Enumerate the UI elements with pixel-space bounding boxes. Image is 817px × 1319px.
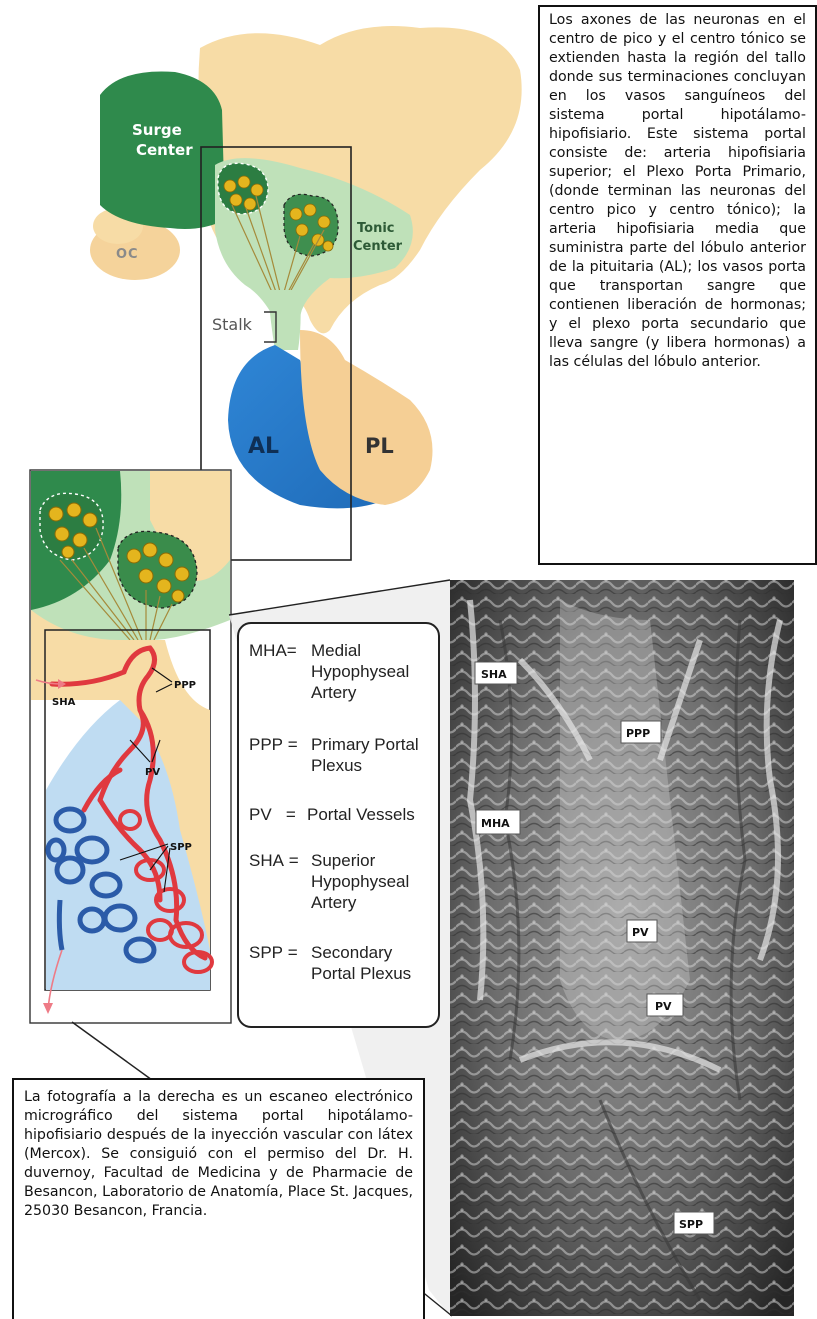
legend-sep: = [287,641,297,660]
legend-def: Medial Hypophyseal Artery [311,640,429,703]
al-label: AL [248,434,279,459]
detail-neuron-cluster-1 [40,493,103,560]
legend-entry-ppp: PPP = Primary Portal Plexus [249,734,439,755]
legend-sep: = [283,943,298,962]
neuron-cluster-surge [218,163,268,214]
oc-label: OC [116,247,139,262]
detail-diagram: SHA PPP PV SPP [30,470,231,1080]
sha-label: SHA [52,697,76,708]
micrograph-label-spp: SPP [674,1212,714,1234]
micrograph-ppp-text: PPP [626,727,650,740]
legend-abbr: SPP [249,942,283,963]
ppp-label: PPP [174,680,196,691]
tonic-center-line1: Tonic [357,221,395,236]
legend-def: Superior Hypophyseal Artery [311,850,427,913]
micrograph-mha-text: MHA [481,817,510,830]
legend-entry-mha: MHA= Medial Hypophyseal Artery [249,640,439,661]
legend-def: Primary Portal Plexus [311,734,437,776]
legend-abbr: MHA [249,640,287,661]
neuron-cluster-tonic [284,194,338,256]
micrograph-sha-text: SHA [481,668,507,681]
micrograph-label-ppp: PPP [621,721,661,743]
description-text: Los axones de las neuronas en el centro … [549,12,806,370]
legend-sep: = [272,805,296,824]
legend-entry-pv: PV = Portal Vessels [249,804,439,825]
micrograph-pv2-text: PV [655,1000,672,1013]
spp-label: SPP [170,842,192,853]
pl-label: PL [365,434,394,458]
micrograph-label-sha: SHA [475,662,517,684]
legend-entry-spp: SPP = Secondary Portal Plexus [249,942,439,963]
legend-abbr: PPP [249,734,283,755]
caption-connector [72,1022,152,1080]
legend-def: Secondary Portal Plexus [311,942,423,984]
pv-label: PV [145,767,160,778]
micrograph-spp-text: SPP [679,1218,703,1231]
legend-abbr: PV [249,804,272,825]
caption-text: La fotografía a la derecha es un escaneo… [24,1089,413,1219]
caption-box: La fotografía a la derecha es un escaneo… [12,1078,425,1319]
legend-sep: = [283,735,298,754]
stalk [268,290,301,350]
description-box: Los axones de las neuronas en el centro … [538,5,817,565]
legend-sep: = [284,851,299,870]
abbreviation-legend: MHA= Medial Hypophyseal Artery PPP = Pri… [237,622,440,1028]
surge-center-text: Surge [132,121,182,139]
micrograph-label-mha: MHA [476,810,520,834]
micrograph-pv1-text: PV [632,926,649,939]
legend-abbr: SHA [249,850,284,871]
micrograph-label-pv1: PV [627,920,657,942]
tonic-center-line2: Center [353,239,403,254]
legend-def: Portal Vessels [307,804,447,825]
legend-entry-sha: SHA = Superior Hypophyseal Artery [249,850,439,871]
stalk-label: Stalk [212,315,253,334]
micrograph-label-pv2: PV [647,994,683,1016]
surge-center-text-line2: Center [136,141,193,159]
